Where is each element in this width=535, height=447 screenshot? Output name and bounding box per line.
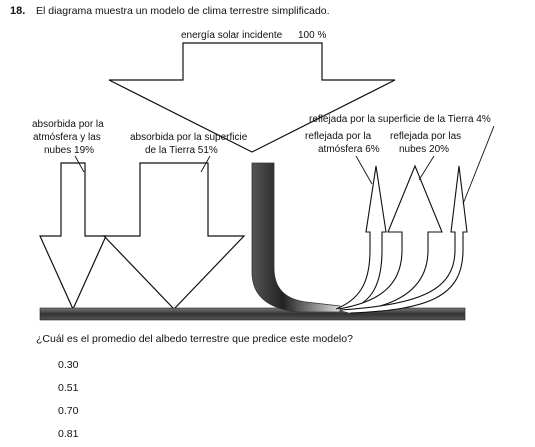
incoming-solar-label: energía solar incidente [181,30,283,41]
absorbed-atmosphere-arrow [39,162,107,311]
reflected-surface-arrow [339,165,468,314]
absorbed-surface-label: absorbida por la superficie de la Tierra… [130,132,250,156]
leader-line [74,155,85,173]
incoming-solar-arrow [108,42,396,153]
leader-line [418,155,435,181]
absorbed-surface-arrow [102,162,246,310]
reflected-surface-label: reflejada por la superficie de la Tierra… [309,114,491,125]
reflected-clouds-arrow [337,164,443,313]
reflection-tube [251,162,341,313]
absorbed-atmosphere-label: absorbida por la atmósfera y las nubes 1… [32,119,107,156]
reflected-clouds-label: reflejada por las nubes 20% [390,131,464,155]
answer-option[interactable]: 0.81 [58,428,79,440]
question-number: 18. [10,5,26,17]
question-prompt: ¿Cuál es el promedio del albedo terrestr… [36,333,353,345]
reflected-atmosphere-arrow [335,165,387,312]
question-text: El diagrama muestra un modelo de clima t… [36,5,330,17]
incoming-solar-value: 100 % [298,30,326,41]
leader-line [355,155,373,185]
answer-option[interactable]: 0.30 [58,359,79,371]
reflected-atmosphere-label: reflejada por la atmósfera 6% [305,131,380,155]
answer-option[interactable]: 0.70 [58,405,79,417]
leader-line [200,155,211,173]
earth-surface-bar [39,307,466,321]
climate-model-diagram: energía solar incidente 100 % absorbida … [32,30,495,321]
leader-line [462,125,495,205]
answer-option[interactable]: 0.51 [58,382,79,394]
